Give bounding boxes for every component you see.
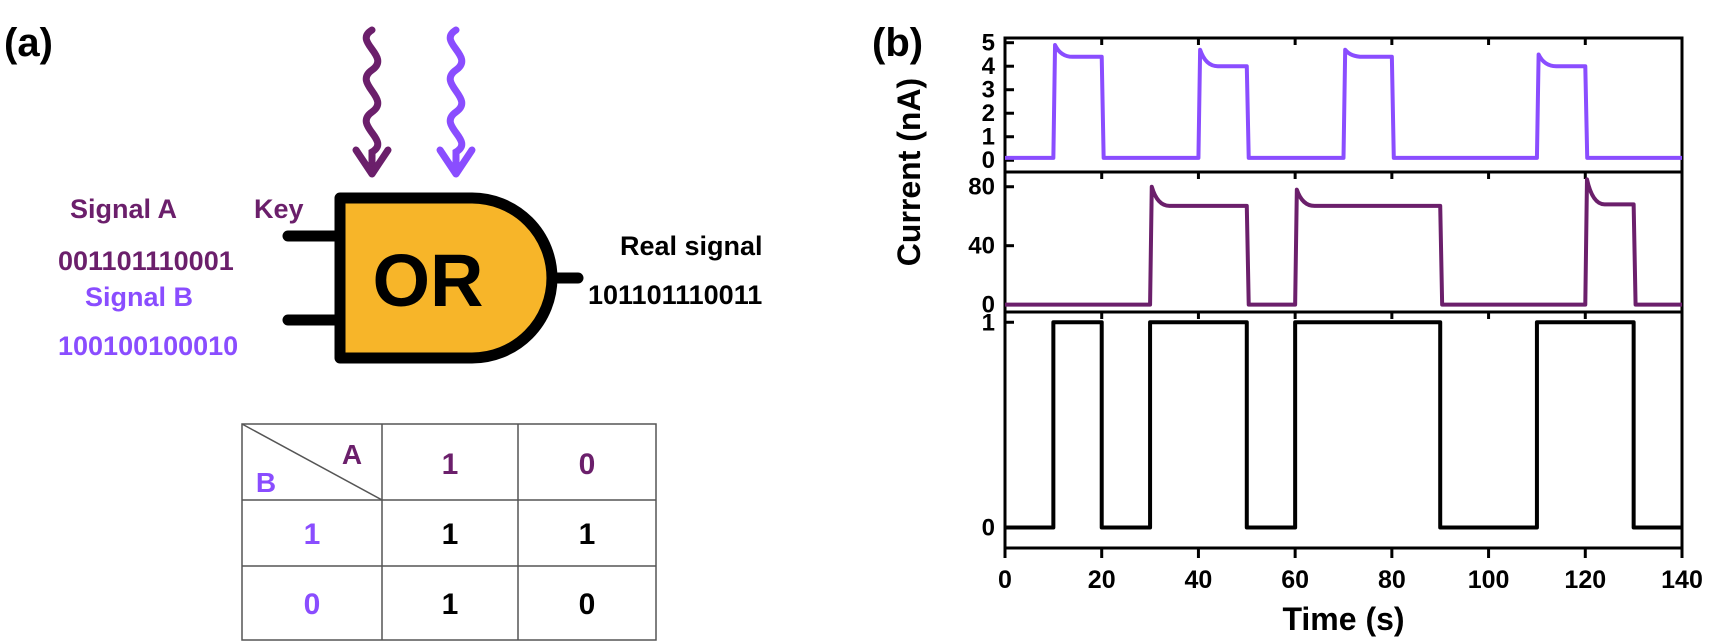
signal-b-label: Signal B: [85, 282, 193, 312]
series-line: [1005, 43, 1682, 160]
x-tick-label: 140: [1661, 566, 1703, 594]
y-tick-label: 3: [982, 77, 995, 104]
table-row-header: 0: [304, 588, 321, 621]
table-diagonal: [241, 423, 383, 501]
x-tick-label: 40: [1185, 566, 1213, 594]
x-axis-label: Time (s): [1282, 601, 1404, 637]
signal-b-bits: 100100100010: [58, 331, 238, 361]
truth-table: A B 1 0 1 1 1 0 1 0: [241, 423, 657, 641]
table-cell: 1: [442, 588, 459, 621]
y-tick-label: 80: [968, 174, 995, 201]
y-tick-label: 4: [982, 53, 996, 80]
y-tick-label: 5: [982, 30, 995, 57]
y-tick-label: 1: [982, 124, 995, 151]
signal-a-label: Signal A: [70, 194, 177, 224]
y-tick-label: 0: [982, 147, 995, 174]
real-signal-label: Real signal: [620, 231, 763, 261]
y-tick-label: 40: [968, 233, 995, 260]
table-row-header: 1: [304, 518, 321, 551]
table-col-header: 0: [579, 448, 596, 481]
light-arrow-b-icon: [436, 26, 476, 178]
x-tick-label: 80: [1378, 566, 1406, 594]
key-label: Key: [254, 194, 304, 224]
x-tick-label: 60: [1281, 566, 1309, 594]
y-tick-label: 2: [982, 100, 995, 127]
y-tick-label: 0: [982, 514, 995, 541]
chart-panel-frame: [1003, 170, 1684, 314]
y-axis-label: Current (nA): [891, 78, 927, 266]
light-arrow-a-icon: [352, 26, 392, 178]
x-tick-label: 20: [1088, 566, 1116, 594]
chart-panel-frame: [1003, 310, 1684, 550]
gate-label: OR: [373, 239, 484, 322]
real-signal-bits: 101101110011: [588, 280, 762, 310]
x-tick-label: 0: [998, 566, 1012, 594]
panel-a-label: (a): [4, 21, 53, 65]
signal-a-bits: 001101110001: [58, 246, 234, 276]
table-header-a: A: [342, 439, 362, 470]
or-gate: [334, 192, 558, 364]
table-cell: 1: [442, 518, 459, 551]
series-line: [1005, 177, 1682, 307]
series-line: [1005, 320, 1682, 530]
table-cell: 0: [579, 588, 596, 621]
x-tick-label: 120: [1564, 566, 1606, 594]
y-tick-label: 0: [982, 292, 995, 319]
panel-b-label: (b): [872, 21, 923, 65]
table-col-header: 1: [442, 448, 459, 481]
table-cell: 1: [579, 518, 596, 551]
y-tick-label: 1: [982, 309, 995, 336]
table-header-b: B: [256, 467, 276, 498]
x-tick-label: 100: [1468, 566, 1510, 594]
